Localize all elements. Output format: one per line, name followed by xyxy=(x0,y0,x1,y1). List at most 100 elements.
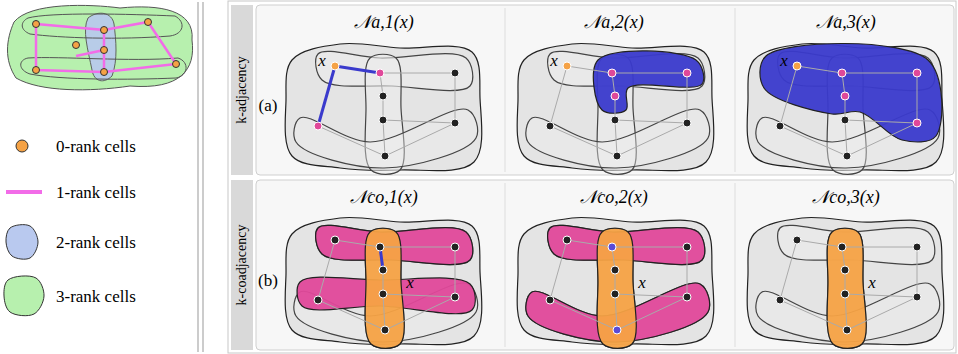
row-tag: (a) xyxy=(259,97,278,114)
separator-line xyxy=(198,2,199,352)
vertex xyxy=(379,290,387,298)
vertex xyxy=(913,119,921,127)
vertex xyxy=(608,243,616,251)
cell-label: x xyxy=(868,274,876,291)
vertex xyxy=(381,326,389,334)
vertex xyxy=(683,243,691,251)
panel-title: 𝒩a,2(x) xyxy=(584,13,643,31)
complex-edge xyxy=(335,240,380,247)
panel-divider xyxy=(505,8,506,172)
complex-edge xyxy=(318,300,385,330)
panel-divider xyxy=(505,183,506,347)
complex-edge xyxy=(780,66,797,126)
vertex xyxy=(841,266,849,274)
complex-edge xyxy=(797,66,842,73)
cell-region xyxy=(827,228,866,348)
vertex xyxy=(563,62,571,70)
complex-edge xyxy=(318,240,335,300)
vertex xyxy=(331,236,339,244)
cell-region xyxy=(747,43,944,170)
cell-label: x xyxy=(318,52,326,69)
complex-edge xyxy=(567,66,612,73)
panel-title: 𝒩a,1(x) xyxy=(354,13,413,31)
vertex xyxy=(331,62,339,70)
complex-edge xyxy=(845,294,847,330)
complex-edge xyxy=(383,294,385,330)
row-label: k-adjacency xyxy=(234,56,250,124)
legend-swatch xyxy=(6,190,42,194)
vertex xyxy=(841,92,849,100)
complex-edge xyxy=(615,294,617,330)
panel-divider xyxy=(735,183,736,347)
vertex xyxy=(376,69,384,77)
complex-edge xyxy=(380,247,455,248)
complex-edge xyxy=(318,66,335,126)
complex-edge xyxy=(845,120,917,123)
cell-region xyxy=(597,228,636,348)
complex-edge xyxy=(615,294,687,297)
vertex xyxy=(913,69,921,77)
complex-edge xyxy=(917,247,918,297)
row-tag: (b) xyxy=(258,272,278,289)
complex-edge xyxy=(845,294,917,297)
complex-edge xyxy=(455,73,456,123)
complex-edge xyxy=(847,297,917,330)
vertex xyxy=(841,116,849,124)
vertex xyxy=(838,69,846,77)
vertex xyxy=(611,266,619,274)
complex-edge xyxy=(845,120,847,156)
legend-swatch xyxy=(6,225,38,260)
cell-region xyxy=(526,109,710,168)
complex-edge xyxy=(383,294,455,297)
vertex xyxy=(611,92,619,100)
complex-edge xyxy=(383,120,455,123)
complex-edge xyxy=(455,247,456,297)
legend-text: 0-rank cells xyxy=(56,138,136,155)
highlight-edge xyxy=(318,66,335,126)
vertex xyxy=(451,293,459,301)
complex-edge xyxy=(612,73,687,74)
complex-edge xyxy=(780,240,797,300)
panel-frame xyxy=(228,1,956,353)
panel-title: 𝒩a,3(x) xyxy=(816,13,875,31)
cell-region xyxy=(827,228,866,348)
vertex xyxy=(793,62,801,70)
panel-divider xyxy=(735,8,736,172)
vertex xyxy=(379,92,387,100)
complex-edge xyxy=(797,240,842,247)
vertex xyxy=(611,116,619,124)
cell-label: x xyxy=(780,52,788,69)
vertex xyxy=(683,69,691,77)
vertex xyxy=(379,116,387,124)
cell-region xyxy=(365,228,404,348)
complex-edge xyxy=(615,120,687,123)
vertex xyxy=(451,69,459,77)
panel-title: 𝒩co,1(x) xyxy=(350,188,417,206)
panel-title: 𝒩co,3(x) xyxy=(812,188,879,206)
panel-title: 𝒩co,2(x) xyxy=(580,188,647,206)
vertex xyxy=(563,236,571,244)
complex-edge xyxy=(380,73,455,74)
vertex xyxy=(381,152,389,160)
vertex xyxy=(608,69,616,77)
cell-complex xyxy=(285,43,482,174)
complex-edge xyxy=(617,123,687,156)
complex-edge xyxy=(335,66,380,73)
highlight-edge xyxy=(335,66,380,73)
vertex xyxy=(613,152,621,160)
cell-region xyxy=(760,44,942,142)
complex-edge xyxy=(385,297,455,330)
complex-edge xyxy=(617,297,687,330)
legend-text: 1-rank cells xyxy=(56,184,136,201)
cell-complex xyxy=(747,217,944,348)
cell-label: x xyxy=(406,274,414,291)
cell-complex xyxy=(285,217,482,348)
vertex xyxy=(379,266,387,274)
cell-complex xyxy=(517,43,714,174)
vertex xyxy=(314,296,322,304)
complex-edge xyxy=(383,120,385,156)
row-header: k-adjacency xyxy=(231,5,253,175)
row-header: k-coadjacency xyxy=(231,180,253,350)
complex-edge xyxy=(550,240,567,300)
